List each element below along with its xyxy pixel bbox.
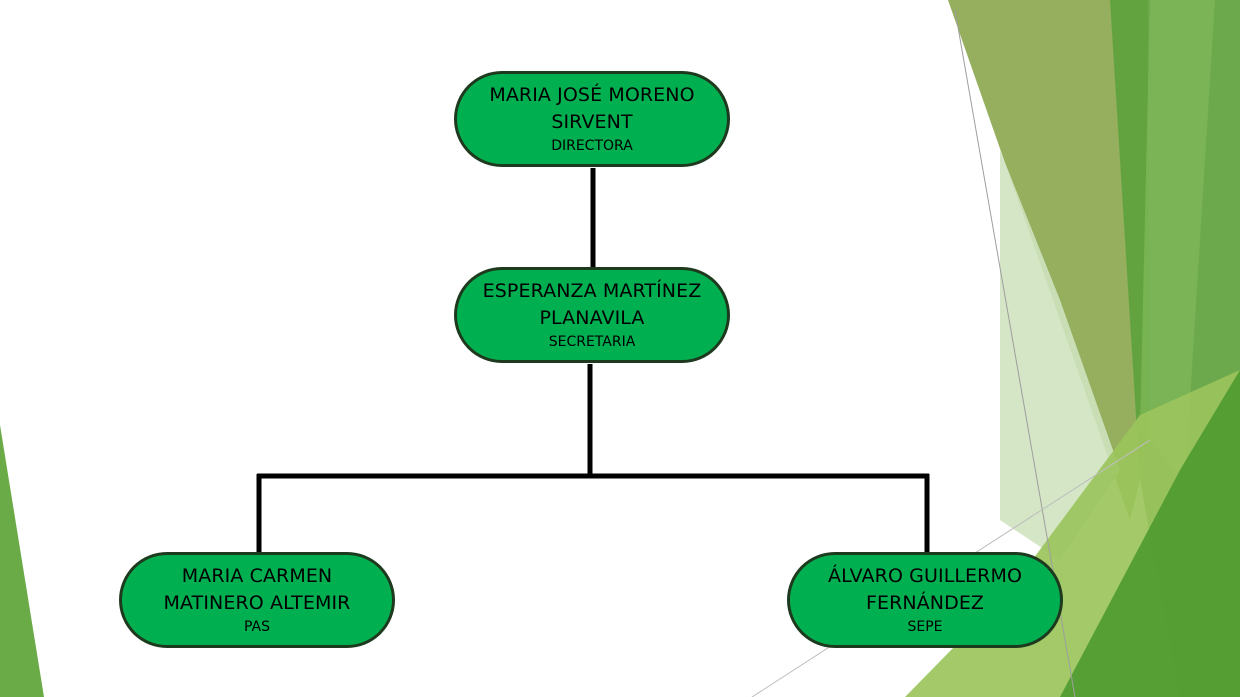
org-node-sepe: ÁLVARO GUILLERMO FERNÁNDEZ SEPE (787, 552, 1063, 648)
secretary-name: ESPERANZA MARTÍNEZ PLANAVILA (482, 280, 702, 329)
org-node-director: MARIA JOSÉ MORENO SIRVENT DIRECTORA (454, 71, 730, 167)
sepe-name: ÁLVARO GUILLERMO FERNÁNDEZ (827, 565, 1023, 614)
pas-role: PAS (243, 619, 270, 635)
sepe-role: SEPE (907, 619, 943, 635)
org-node-pas: MARIA CARMEN MATINERO ALTEMIR PAS (119, 552, 395, 648)
left-green-stripe (0, 425, 44, 697)
secretary-role: SECRETARIA (548, 334, 636, 350)
right-facet-dark (1060, 370, 1240, 697)
director-role: DIRECTORA (551, 138, 633, 154)
org-node-secretary: ESPERANZA MARTÍNEZ PLANAVILA SECRETARIA (454, 267, 730, 363)
right-facet-light (1000, 150, 1120, 560)
right-facet-pale (1140, 0, 1215, 480)
pas-name: MARIA CARMEN MATINERO ALTEMIR (163, 565, 351, 614)
director-name: MARIA JOSÉ MORENO SIRVENT (489, 84, 695, 133)
right-facet-olive (948, 0, 1150, 520)
